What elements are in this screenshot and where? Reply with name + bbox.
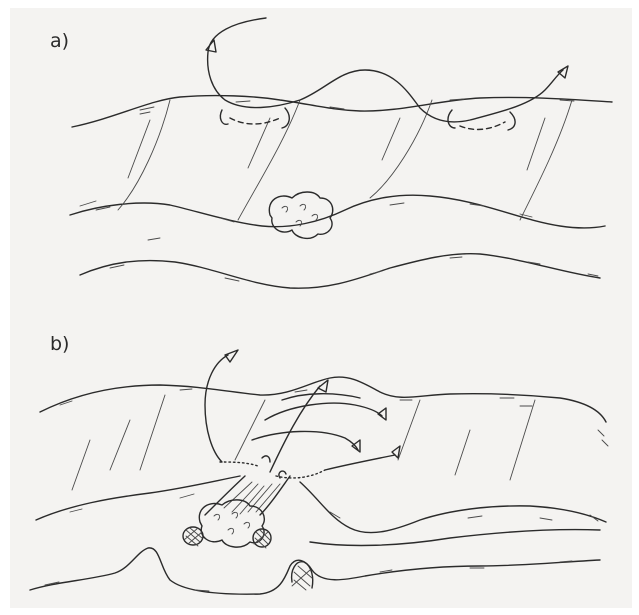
panel-b-striation — [110, 420, 130, 470]
panel-a-buried-loop — [448, 110, 455, 128]
panel-a-striation — [118, 100, 170, 210]
panel-a-striation — [520, 100, 572, 220]
panel-a-diagram — [70, 18, 612, 288]
panel-a-striation — [248, 118, 270, 168]
needle-tip-icon — [318, 380, 328, 392]
panel-b-hatch — [60, 389, 608, 446]
panel-b-suture-thread — [205, 355, 228, 462]
panel-b-striation — [510, 400, 535, 480]
panel-a-striation — [238, 100, 300, 220]
panel-a-bottom-layer — [80, 254, 600, 289]
panel-b-suture-thread — [282, 394, 360, 400]
panel-b-knot-detail — [214, 512, 250, 534]
panel-b-crush-hatch — [292, 566, 312, 590]
panel-a-suture-thread — [208, 18, 563, 122]
panel-b-striation — [140, 395, 165, 470]
panel-a-buried-loop — [230, 118, 280, 124]
panel-b-striation — [455, 430, 470, 475]
panel-b-striation — [398, 400, 420, 460]
panel-a-striation — [382, 118, 400, 160]
panel-a-middle-layer — [70, 195, 605, 228]
panel-b-wound-hatch — [224, 482, 280, 514]
panel-b-lower-ridge — [310, 529, 600, 545]
panel-b-wound-edge — [260, 476, 290, 515]
panel-a-striation — [370, 100, 432, 198]
panel-b-diagram — [30, 350, 608, 594]
panel-b-middle-layer-right — [300, 482, 606, 533]
panel-a-hatch — [110, 257, 598, 281]
panel-a-buried-loop — [220, 110, 228, 124]
panel-b-knot — [199, 500, 264, 547]
panel-b-striation — [72, 440, 90, 490]
panel-a-hatch — [140, 107, 154, 114]
panel-b-loop-hook — [262, 456, 286, 478]
panel-b-suture-thread — [270, 386, 320, 472]
panel-a-striation — [128, 120, 150, 178]
needle-tip-icon — [558, 66, 568, 78]
panel-b-bottom-layer — [30, 548, 600, 594]
panel-b-suture-thread — [265, 403, 382, 420]
panel-b-buried-loop — [220, 462, 258, 466]
needle-tip-icon — [392, 446, 400, 458]
panel-b-suture-thread — [325, 455, 395, 470]
panel-a-buried-loop — [282, 108, 289, 128]
panel-b-suture-thread — [252, 431, 358, 450]
panel-a-striation — [527, 118, 545, 170]
panel-b-striation — [235, 400, 265, 460]
panel-b-middle-layer-left — [36, 476, 240, 520]
panel-a-buried-loop — [460, 122, 505, 129]
panel-a-buried-loop — [508, 112, 515, 130]
panel-a-knot — [269, 192, 332, 238]
